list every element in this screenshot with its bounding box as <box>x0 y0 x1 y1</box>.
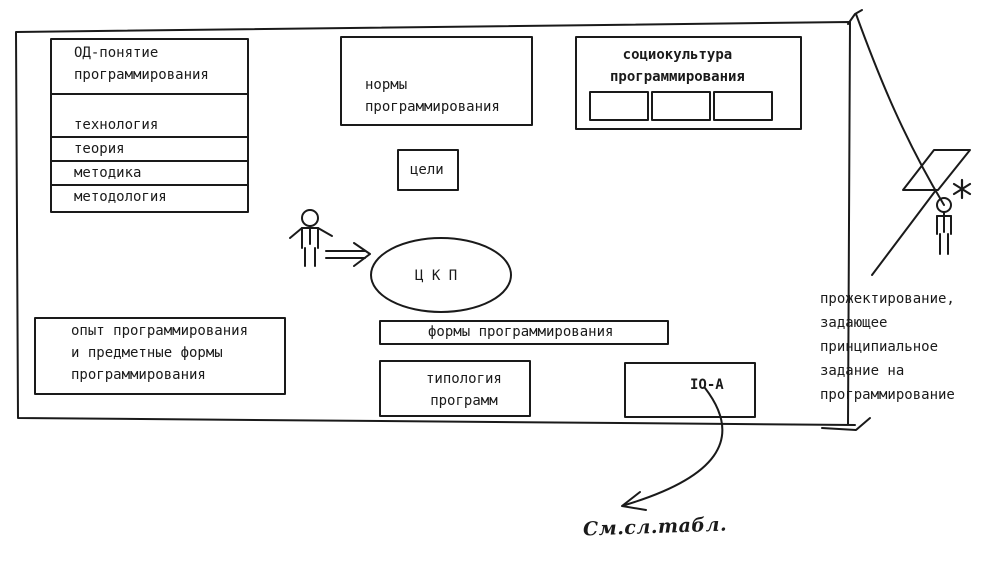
socioculture-slot-2 <box>651 91 711 121</box>
stack-outline <box>50 93 249 213</box>
projection-line <box>871 189 937 276</box>
projecting-label: прожектирование, задающее принципиальное… <box>820 291 955 403</box>
forms-label: формы программирования <box>428 324 614 340</box>
frame-tail-bottom <box>821 417 871 431</box>
right-person-figure <box>936 197 952 255</box>
stack-item-methodology: методология <box>74 189 167 205</box>
goals-box <box>397 149 459 191</box>
socioculture-slot-3 <box>713 91 773 121</box>
socioculture-box <box>575 36 802 130</box>
right-parallelogram <box>902 149 971 191</box>
od-concept-box <box>50 38 249 95</box>
experience-label: опыт программирования и предметные формы… <box>71 323 249 383</box>
stack-item-theory: теория <box>74 141 125 157</box>
od-concept-label: ОД-понятие программирования <box>74 45 209 83</box>
typology-label: типология программ <box>426 371 502 409</box>
double-arrow <box>325 242 371 267</box>
ckp-ellipse <box>370 237 512 313</box>
asterisk-mark <box>952 178 972 200</box>
right-diagonal-line <box>855 13 945 206</box>
goals-label: цели <box>410 162 444 178</box>
ckp-label: Ц К П <box>415 268 458 284</box>
stack-item-methodics: методика <box>74 165 142 181</box>
experience-box <box>34 317 286 395</box>
socioculture-label: социокультура программирования <box>610 47 745 85</box>
io-a-arrow <box>624 387 724 506</box>
io-a-label: IO-A <box>690 377 724 393</box>
stack-item-technology: технология <box>74 117 159 133</box>
norms-box <box>340 36 533 126</box>
socioculture-slot-1 <box>589 91 649 121</box>
typology-box <box>379 360 531 417</box>
forms-box <box>379 320 669 345</box>
person-figure <box>289 209 333 267</box>
norms-label: нормы программирования <box>365 77 500 115</box>
io-a-box <box>624 362 756 418</box>
io-a-arrowhead <box>621 491 647 511</box>
main-frame <box>15 21 856 426</box>
